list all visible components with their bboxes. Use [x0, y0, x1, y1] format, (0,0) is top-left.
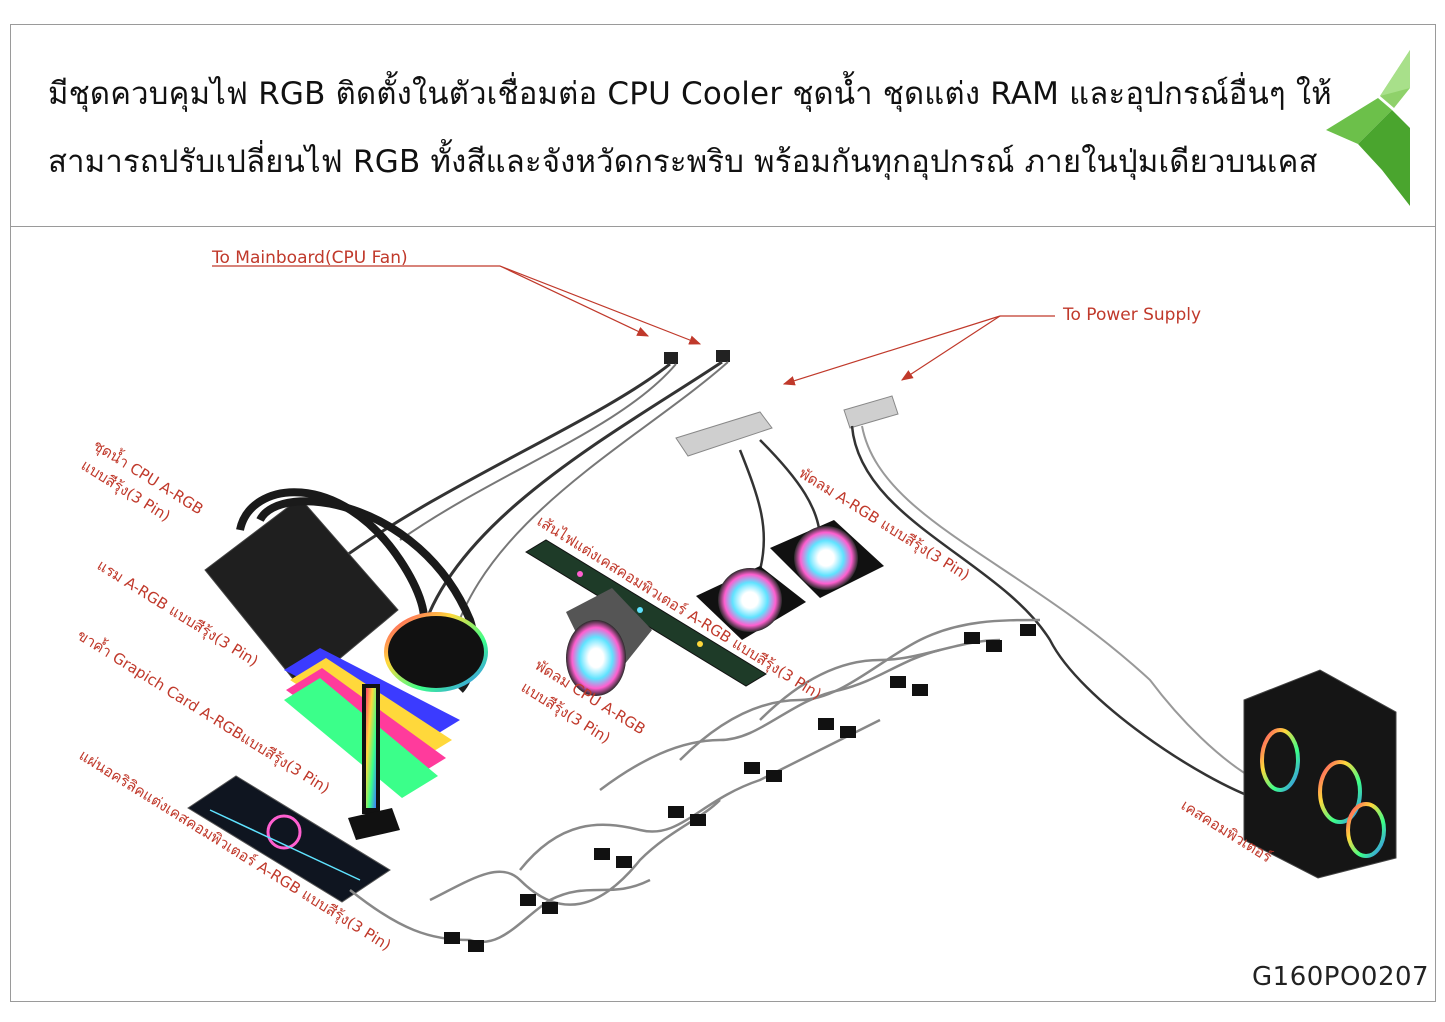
to-power-supply-label: To Power Supply — [1062, 305, 1201, 325]
header-line-1: มีชุดควบคุมไฟ RGB ติดตั้งในตัวเชื่อมต่อ … — [48, 76, 1332, 112]
acrylic-panel — [187, 775, 391, 903]
header-line-2: สามารถปรับเปลี่ยนไฟ RGB ทั้งสีและจังหวัด… — [48, 144, 1318, 180]
pc-case — [1243, 669, 1397, 879]
power-supply-callout — [782, 315, 1055, 386]
rgb-light-strip — [525, 539, 767, 687]
product-code: G160PO0207 — [1252, 962, 1430, 992]
header-divider — [10, 226, 1436, 227]
sata-power-connectors — [675, 395, 1261, 802]
cable-connectors — [444, 624, 1036, 952]
case-fans — [696, 520, 884, 640]
outer-frame — [10, 24, 1436, 1002]
cpu-fan — [566, 588, 652, 696]
brand-leaf-logo-icon — [1326, 50, 1410, 206]
mainboard-callout — [212, 265, 702, 345]
to-mainboard-label: To Mainboard(CPU Fan) — [211, 248, 408, 268]
rgb-extension-cables — [349, 618, 1041, 944]
rgb-ram-modules — [284, 648, 460, 840]
water-cooler — [204, 488, 488, 693]
